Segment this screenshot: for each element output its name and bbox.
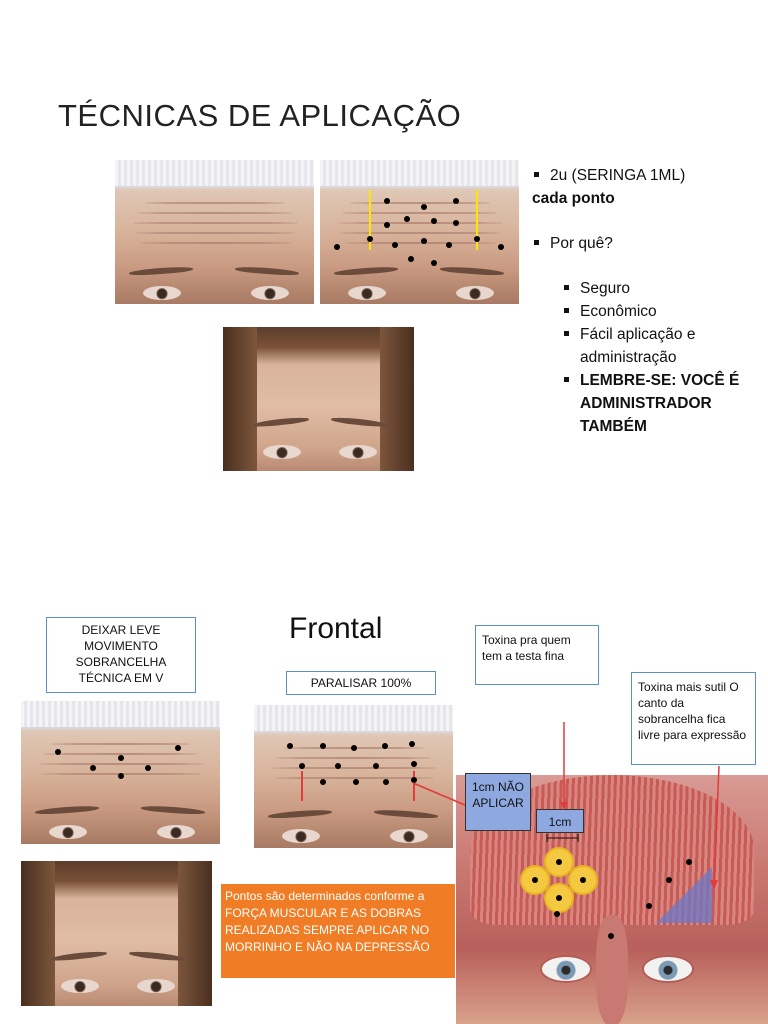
injection-point (320, 779, 326, 785)
injection-point (90, 765, 96, 771)
note-tecnica-v: DEIXAR LEVE MOVIMENTO SOBRANCELHA TÉCNIC… (46, 617, 196, 693)
injection-point (409, 741, 415, 747)
forehead-photo-paralisar (254, 705, 453, 848)
injection-zone-marker (568, 865, 598, 895)
injection-point (421, 204, 427, 210)
injection-point (299, 763, 305, 769)
injection-point (411, 761, 417, 767)
injection-point (383, 779, 389, 785)
injection-point (646, 903, 652, 909)
bullet-list: 2u (SERINGA 1ML) cada ponto Por quê? Seg… (532, 164, 762, 438)
injection-point (453, 220, 459, 226)
injection-point (145, 765, 151, 771)
injection-point (351, 745, 357, 751)
free-brow-zone-triangle (656, 867, 712, 923)
label-1cm: 1cm (536, 809, 584, 833)
note-paralisar: PARALISAR 100% (286, 671, 436, 695)
bullet-dose-sub: cada ponto (532, 190, 615, 207)
injection-point (384, 198, 390, 204)
injection-point (554, 911, 560, 917)
forehead-photo-points (320, 160, 519, 304)
injection-point (608, 933, 614, 939)
injection-point (367, 236, 373, 242)
injection-point (55, 749, 61, 755)
red-limit-line-left (301, 771, 303, 801)
woman-face-photo-2 (21, 861, 212, 1006)
yellow-limit-line-right (476, 190, 478, 250)
sub-bullet-facil: Fácil aplicação e administração (560, 323, 762, 369)
forehead-photo-before (115, 160, 314, 304)
injection-point (392, 242, 398, 248)
injection-point (384, 222, 390, 228)
injection-point (382, 743, 388, 749)
slide1-title: TÉCNICAS DE APLICAÇÃO (58, 98, 462, 133)
bullet-why-text: Por quê? (550, 235, 613, 252)
injection-point (118, 755, 124, 761)
injection-point (474, 236, 480, 242)
bullet-dose-text: 2u (SERINGA 1ML) (550, 167, 686, 184)
injection-point (431, 218, 437, 224)
injection-point (373, 763, 379, 769)
bullet-dose: 2u (SERINGA 1ML) (532, 164, 762, 187)
illustration-eye-right (642, 955, 694, 983)
yellow-limit-line-left (369, 190, 371, 250)
injection-point (320, 743, 326, 749)
injection-point (334, 244, 340, 250)
sub-bullet-seguro: Seguro (560, 277, 762, 300)
injection-point (411, 777, 417, 783)
note-toxina-sutil: Toxina mais sutil O canto da sobrancelha… (631, 672, 756, 765)
sub-bullet-lembre: LEMBRE-SE: VOCÊ É ADMINISTRADOR TAMBÉM (560, 369, 762, 438)
injection-point (421, 238, 427, 244)
note-testa-fina: Toxina pra quem tem a testa fina (475, 625, 599, 685)
illustration-eye-left (540, 955, 592, 983)
woman-face-photo (223, 327, 414, 471)
hair-cap (115, 160, 314, 188)
injection-point (453, 198, 459, 204)
forehead-photo-v-technique (21, 701, 220, 844)
orange-note-pontos: Pontos são determinados conforme a FORÇA… (221, 884, 455, 978)
injection-point (666, 877, 672, 883)
red-limit-line-right (413, 771, 415, 801)
slide2-title: Frontal (289, 612, 383, 645)
bullet-why: Por quê? (532, 232, 762, 255)
injection-point (446, 242, 452, 248)
injection-point (118, 773, 124, 779)
injection-point (404, 216, 410, 222)
injection-point (686, 859, 692, 865)
sub-bullet-economico: Econômico (560, 300, 762, 323)
injection-point (408, 256, 414, 262)
label-1cm-nao-aplicar: 1cm NÃO APLICAR (465, 773, 531, 831)
hair-cap (320, 160, 519, 188)
injection-point (335, 763, 341, 769)
injection-point (353, 779, 359, 785)
injection-zone-marker (544, 883, 574, 913)
injection-point (431, 260, 437, 266)
injection-point (287, 743, 293, 749)
injection-point (175, 745, 181, 751)
injection-point (498, 244, 504, 250)
